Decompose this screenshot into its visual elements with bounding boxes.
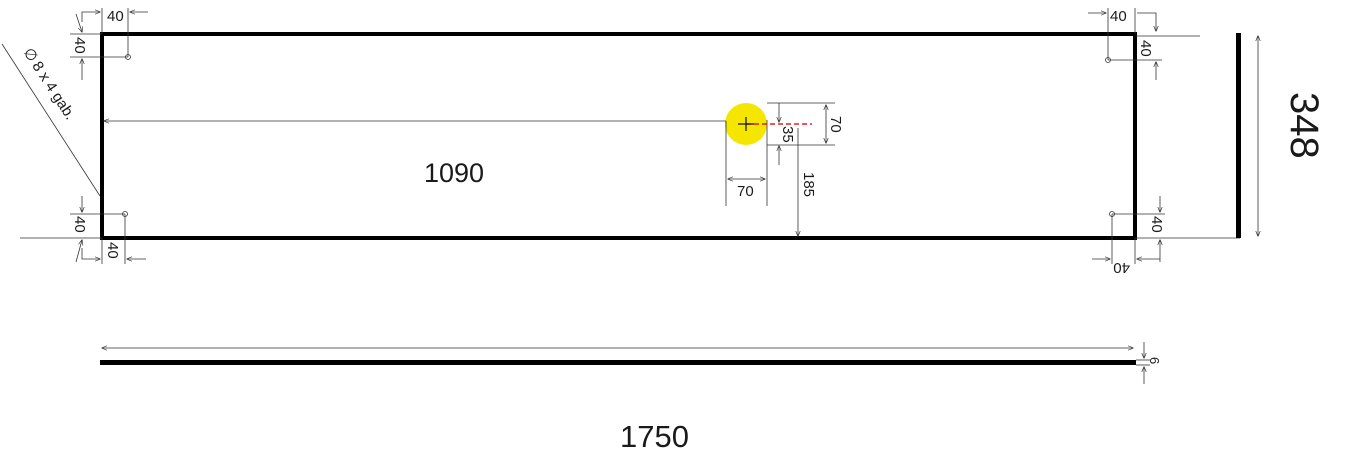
dim-label-1090: 1090 bbox=[424, 158, 484, 188]
dim-label-bottom-right-v: 40 bbox=[1148, 216, 1165, 233]
dim-label-bottom-right-h: 40 bbox=[1113, 259, 1130, 276]
bottom-profile: 1750 6 bbox=[100, 342, 1162, 454]
dim-label-70-v: 70 bbox=[827, 116, 844, 133]
side-profile-bar bbox=[1236, 33, 1241, 238]
dim-label-348: 348 bbox=[1282, 92, 1326, 159]
dim-label-bottom-left-h: 40 bbox=[104, 242, 121, 259]
dim-bottom-right: 40 40 bbox=[1092, 196, 1240, 276]
center-cutout: 1090 70 70 35 185 bbox=[104, 102, 844, 236]
dim-label-6: 6 bbox=[1147, 357, 1162, 364]
panel-outline bbox=[100, 32, 1137, 240]
dim-label-top-right-v: 40 bbox=[1137, 40, 1154, 57]
dim-label-top-right-h: 40 bbox=[1110, 8, 1127, 25]
dim-top-right: 40 40 bbox=[1088, 8, 1200, 80]
dim-top-left: 40 40 bbox=[70, 8, 148, 80]
side-profile: 348 bbox=[1236, 33, 1326, 238]
dim-label-bottom-left-v: 40 bbox=[71, 216, 88, 233]
dim-label-1750: 1750 bbox=[620, 419, 689, 454]
hole-note: 8 x 4 gab. bbox=[28, 58, 78, 123]
dim-label-185: 185 bbox=[800, 172, 817, 197]
svg-text:∅8 x 4 gab.: ∅8 x 4 gab. bbox=[20, 45, 79, 123]
dim-label-top-left-v: 40 bbox=[71, 37, 88, 54]
bottom-profile-bar bbox=[100, 360, 1136, 365]
hole-callout: ∅8 x 4 gab. bbox=[1, 43, 101, 197]
dim-bottom-left: 40 40 bbox=[20, 196, 146, 264]
dim-label-top-left-h: 40 bbox=[107, 8, 124, 25]
dim-label-35: 35 bbox=[779, 126, 796, 143]
dim-label-70-h: 70 bbox=[737, 183, 754, 200]
